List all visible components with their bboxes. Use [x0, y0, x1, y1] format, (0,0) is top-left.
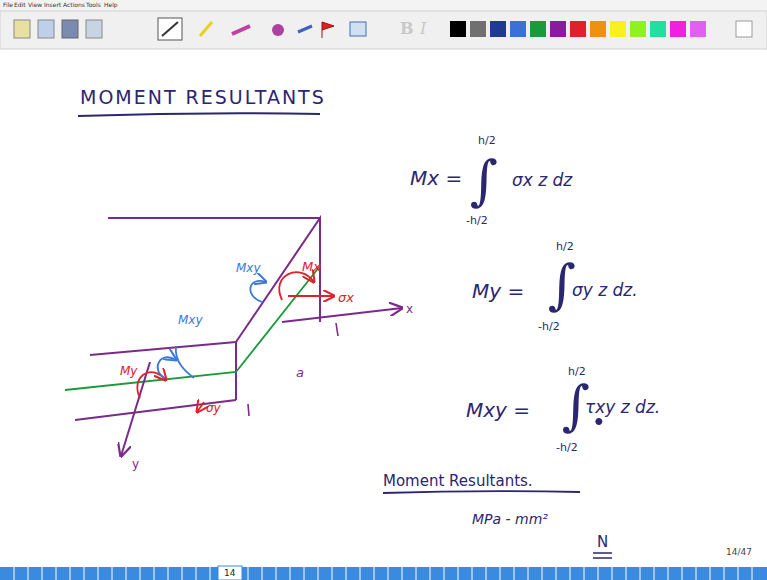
title-underline — [78, 113, 320, 116]
slide-title: MOMENT RESULTANTS — [80, 88, 326, 107]
menu-item: Insert — [44, 2, 61, 8]
plate-outline — [75, 218, 320, 420]
slide-scrollbar — [0, 567, 767, 580]
menu-item: Help — [104, 2, 118, 8]
equation-lhs: My = — [472, 281, 524, 301]
axis-label: y — [132, 458, 139, 470]
integral-limit: -h/2 — [538, 321, 560, 332]
stress-label: σx — [338, 291, 354, 304]
vector-underline — [593, 553, 612, 558]
slide-counter: 14 — [224, 569, 235, 578]
integral-limit: -h/2 — [556, 442, 578, 453]
mid-plane-line — [65, 266, 320, 390]
page-number: 14/47 — [726, 548, 752, 557]
integral-limit: -h/2 — [466, 215, 488, 226]
moment-arrows — [137, 272, 334, 412]
menu-item: View — [28, 2, 42, 8]
toolbar-icons — [14, 18, 366, 40]
page-indicator — [218, 566, 242, 580]
scrollbar-segments — [14, 567, 752, 580]
toolbar-button: I — [420, 21, 426, 37]
x-axis — [282, 308, 402, 322]
integral-limit: h/2 — [568, 366, 586, 377]
unit-note: MPa - mm² — [472, 512, 548, 526]
integral-limit: h/2 — [556, 241, 574, 252]
note-heading: Moment Resultants. — [383, 474, 533, 489]
axis-label: x — [406, 303, 413, 315]
integrand: τxy z dz. — [585, 399, 660, 416]
moment-label: Mxy — [236, 262, 261, 274]
integral-sign: ∫ — [548, 258, 576, 312]
integral-sign: ∫ — [470, 154, 498, 208]
color-palette — [450, 21, 752, 37]
menu-item: Actions — [63, 2, 85, 8]
menu-item: File — [3, 2, 13, 8]
toolbar — [0, 11, 767, 49]
integrand: σx z dz — [512, 172, 572, 189]
vector-symbol: N — [597, 535, 608, 550]
dimension-label: a — [296, 366, 304, 379]
menu-bar — [0, 0, 767, 11]
dimension-ticks — [248, 323, 338, 416]
equation-lhs: Mxy = — [466, 400, 530, 420]
moment-label: Mx — [302, 260, 321, 273]
moment-label: My — [120, 365, 137, 377]
toolbar-button: B — [400, 21, 414, 37]
moment-label: Mxy — [178, 314, 203, 326]
y-axis — [121, 362, 150, 456]
integrand: σy z dz. — [572, 282, 638, 299]
menu-item: Tools — [86, 2, 101, 8]
stress-label: σy — [206, 402, 221, 414]
equation-lhs: Mx = — [410, 168, 462, 188]
integral-limit: h/2 — [478, 135, 496, 146]
menu-item: Edit — [14, 2, 26, 8]
note-underline — [383, 491, 580, 493]
